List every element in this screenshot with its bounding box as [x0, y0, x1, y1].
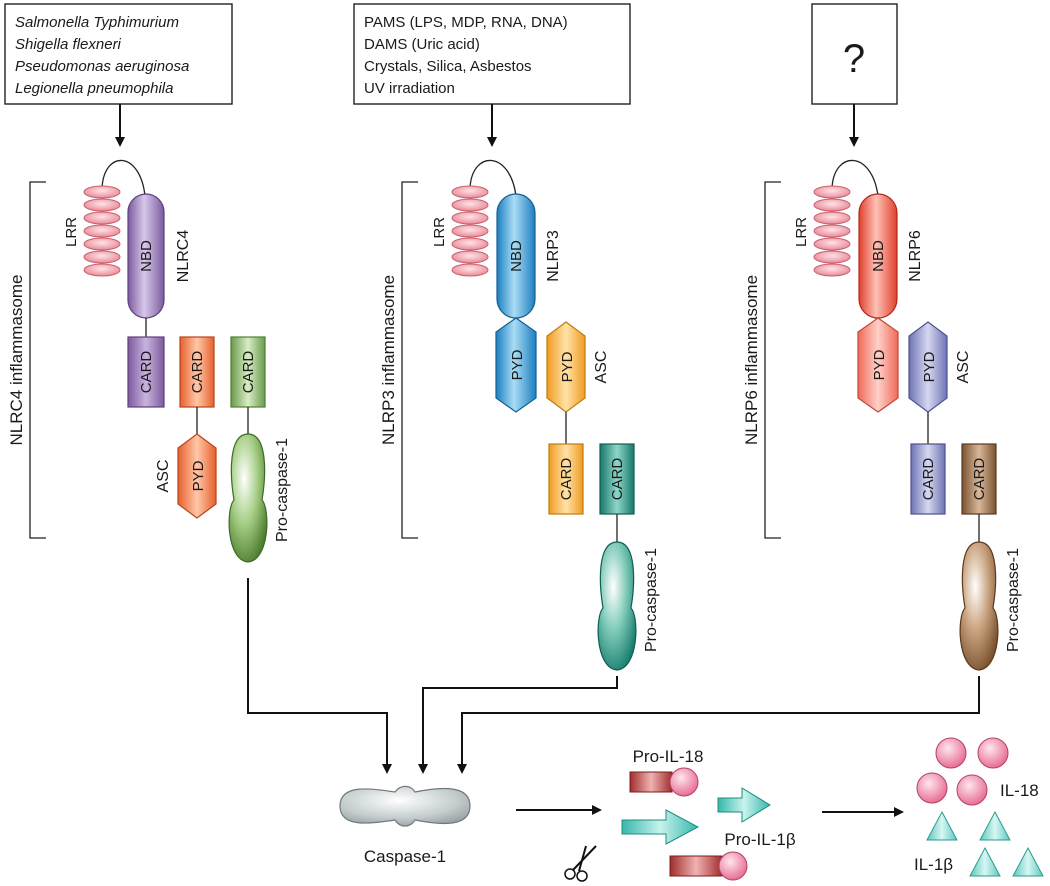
asc-label: ASC — [955, 351, 972, 384]
card-label: CARD — [189, 351, 206, 394]
pyd-label: PYD — [559, 351, 576, 382]
pro-caspase-label: Pro-caspase-1 — [274, 438, 291, 542]
pyd-label: PYD — [509, 349, 526, 380]
pro-caspase-label: Pro-caspase-1 — [643, 548, 660, 652]
lrr-label: LRR — [63, 217, 80, 247]
pyd-label: PYD — [190, 460, 207, 491]
caspase-label: Caspase-1 — [364, 847, 446, 866]
pro-caspase-body — [228, 433, 268, 563]
stimulus-text: UV irradiation — [364, 80, 455, 97]
pro-il1b-right — [717, 787, 771, 823]
complex-bracket — [764, 181, 781, 539]
pro-caspase-body — [959, 541, 999, 671]
lrr-label: LRR — [793, 217, 810, 247]
pro-il18-upper — [629, 767, 699, 797]
pro-il1b-label: Pro-IL-1β — [724, 830, 795, 849]
complex-title: NLRP3 inflammasome — [379, 275, 398, 445]
lrr-nbd-linker — [831, 159, 879, 197]
pro-il18-lower — [669, 851, 748, 881]
stimulus-text: Legionella pneumophila — [15, 80, 173, 97]
sensor-label: NLRP3 — [545, 230, 562, 282]
asc-card-domain — [910, 443, 946, 515]
lrr-domain — [451, 185, 489, 277]
nlrp3-complex: NLRP3 inflammasome LRR NBD NLRP3 PYD PYD… — [379, 159, 660, 671]
asc-label: ASC — [593, 351, 610, 384]
lrr-domain — [813, 185, 851, 277]
asc-label: ASC — [155, 460, 172, 493]
card-label: CARD — [609, 458, 626, 501]
asc-pyd-domain — [177, 433, 217, 519]
complex-bracket — [29, 181, 46, 539]
il18-particles — [916, 737, 1009, 806]
lrr-label: LRR — [431, 217, 448, 247]
stimulus-text: Shigella flexneri — [15, 36, 122, 53]
il1b-label: IL-1β — [914, 855, 953, 874]
caspase-1: Caspase-1 — [339, 785, 471, 866]
card-label: CARD — [920, 458, 937, 501]
sensor-pyd-domain — [857, 317, 899, 413]
pyd-label: PYD — [871, 349, 888, 380]
pro-caspase-body — [597, 541, 637, 671]
stimulus-text: PAMS (LPS, MDP, RNA, DNA) — [364, 14, 568, 31]
pro-il1b-left — [621, 809, 700, 845]
activation-arrow — [247, 578, 392, 774]
asc-card-domain — [179, 336, 215, 408]
lrr-nbd-linker — [469, 159, 517, 197]
card-label: CARD — [971, 458, 988, 501]
sensor-label: NLRC4 — [175, 230, 192, 283]
il18-label: IL-18 — [1000, 781, 1039, 800]
unknown-stimulus-mark: ? — [843, 37, 865, 81]
pyd-label: PYD — [921, 351, 938, 382]
stimulus-box-nlrp3: PAMS (LPS, MDP, RNA, DNA) DAMS (Uric aci… — [353, 3, 631, 105]
caspase-card-domain — [961, 443, 997, 515]
complex-title: NLRC4 inflammasome — [7, 275, 26, 446]
stimulus-text: Pseudomonas aeruginosa — [15, 58, 189, 75]
complex-title: NLRP6 inflammasome — [742, 275, 761, 445]
card-domain — [127, 336, 165, 408]
lrr-nbd-linker — [101, 159, 146, 197]
sensor-label: NLRP6 — [907, 230, 924, 282]
complex-bracket — [401, 181, 418, 539]
sensor-pyd-domain — [495, 317, 537, 413]
nlrc4-complex: NLRC4 inflammasome LRR NBD NLRC4 CARD CA… — [7, 159, 291, 563]
stimulus-box-nlrc4: Salmonella Typhimurium Shigella flexneri… — [4, 3, 233, 105]
stimulus-text: Crystals, Silica, Asbestos — [364, 58, 532, 75]
lrr-domain — [83, 185, 121, 277]
nbd-label: NBD — [508, 240, 525, 272]
caspase-card-domain — [230, 336, 266, 408]
il1b-particles — [926, 810, 1044, 877]
stimulus-box-nlrp6: ? — [811, 3, 898, 105]
card-label: CARD — [558, 458, 575, 501]
card-label: CARD — [240, 351, 257, 394]
card-label: CARD — [138, 351, 155, 394]
pro-caspase-label: Pro-caspase-1 — [1005, 548, 1022, 652]
activation-arrow — [457, 676, 980, 774]
pro-il18-label: Pro-IL-18 — [633, 747, 704, 766]
scissors-icon — [564, 845, 597, 882]
nbd-label: NBD — [870, 240, 887, 272]
nbd-label: NBD — [138, 240, 155, 272]
nlrp6-complex: NLRP6 inflammasome LRR NBD NLRP6 PYD PYD… — [742, 159, 1022, 671]
stimulus-text: DAMS (Uric acid) — [364, 36, 480, 53]
asc-card-domain — [548, 443, 584, 515]
stimulus-text: Salmonella Typhimurium — [15, 14, 179, 31]
activation-arrow — [418, 676, 618, 774]
